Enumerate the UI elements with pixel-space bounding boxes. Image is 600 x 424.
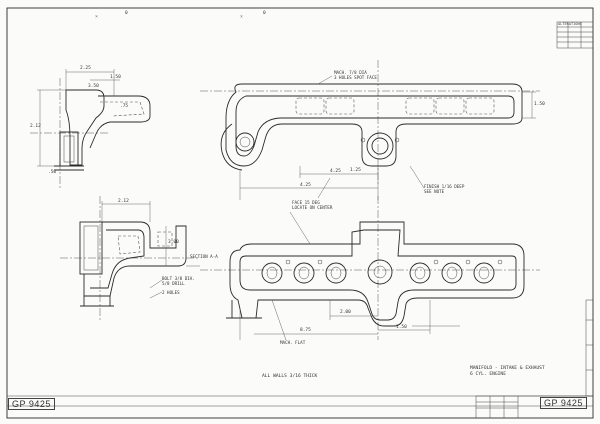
plan-dim-2: 4.25 [330, 169, 341, 174]
section-note-3: SECTION A-A [190, 254, 218, 259]
end-view [30, 69, 151, 190]
plan-view [200, 60, 540, 200]
end-dim-4: .75 [120, 104, 129, 109]
end-dim-6: 3.50 [88, 84, 99, 89]
drawing-number-left: GP 9425 [8, 398, 55, 410]
section-dim-1: 2.12 [118, 199, 129, 204]
top-center-mark: 0 [263, 11, 266, 16]
svg-text:×: × [95, 14, 98, 20]
plan-dim-1: 4.25 [300, 183, 311, 188]
elev-note-2: MACH. FLAT [280, 340, 306, 345]
elev-dim-3: 8.75 [300, 328, 311, 333]
elevation-view [200, 177, 540, 341]
elev-dim-2: 1.50 [396, 325, 407, 330]
plan-dim-4: 1.25 [350, 168, 361, 173]
elev-dim-1: 2.00 [340, 310, 351, 315]
drawing-number-right: GP 9425 [540, 397, 587, 409]
end-dim-3: 2.12 [30, 124, 41, 129]
revision-header: ALTERATIONS [558, 22, 582, 26]
plan-dim-3: 1.50 [534, 102, 545, 107]
top-left-mark: 0 [125, 11, 128, 16]
section-dim-2: 3.00 [168, 240, 179, 245]
svg-text:×: × [240, 14, 243, 20]
end-dim-5: .50 [48, 170, 57, 175]
end-dim-2: 1.50 [110, 75, 121, 80]
title-block [475, 395, 594, 419]
end-dim-1: 2.25 [80, 66, 91, 71]
section-note-1: BOLT 3/8 DIA.5/8 DRILL [162, 276, 195, 286]
walls-note: ALL WALLS 3/16 THICK [262, 374, 318, 379]
section-note-2: 2 HOLES [162, 290, 180, 295]
revision-block [556, 21, 594, 49]
section-view [60, 196, 200, 320]
